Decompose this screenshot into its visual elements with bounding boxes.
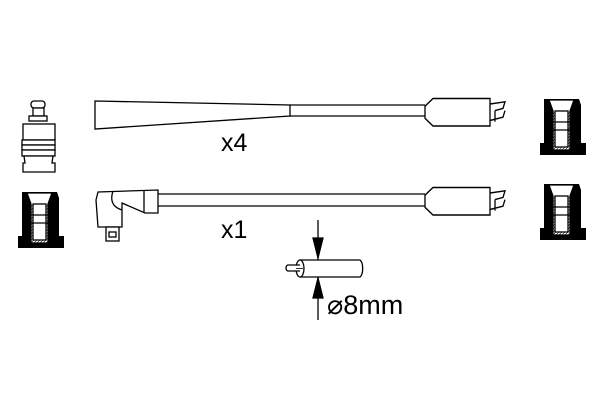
quantity-label-x4: x4 (221, 129, 248, 157)
quantity-label-x1: x1 (221, 216, 248, 244)
spark-plug-cable (94, 97, 587, 156)
coil-cable (17, 183, 587, 249)
diameter-label: ⌀8mm (327, 290, 404, 320)
spark-plug-terminal (21, 100, 56, 173)
cable-diameter-detail (285, 220, 364, 320)
